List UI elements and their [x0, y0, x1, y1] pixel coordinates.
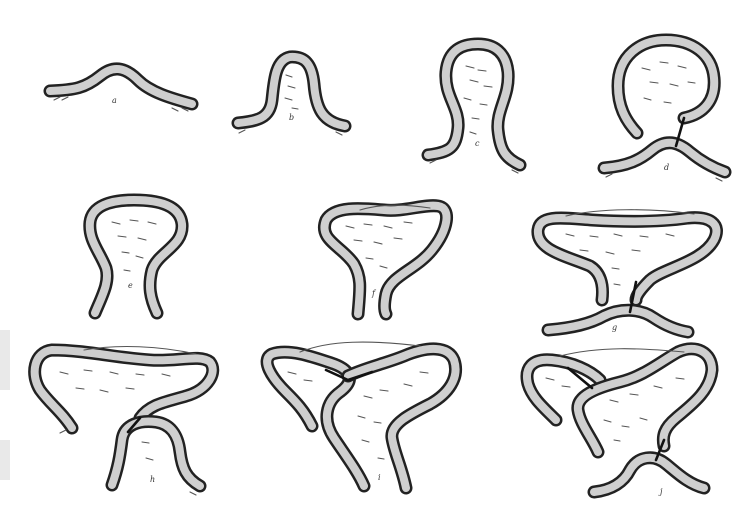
- panel-label-c: c: [475, 139, 480, 148]
- panel-label-g: g: [612, 323, 617, 332]
- panel-h: h: [35, 347, 213, 495]
- panel-a: a: [50, 69, 192, 111]
- panel-label-d: d: [664, 163, 669, 172]
- panel-d: d: [604, 40, 725, 181]
- panel-label-i: i: [378, 473, 381, 482]
- panel-e: e: [90, 200, 182, 313]
- panel-label-b: b: [289, 113, 294, 122]
- panel-j: j: [527, 349, 712, 496]
- panel-i: i: [267, 342, 455, 488]
- panel-label-h: h: [150, 475, 155, 484]
- panel-b: b: [238, 57, 345, 135]
- panel-g: g: [538, 210, 717, 332]
- panel-label-e: e: [128, 281, 133, 290]
- panel-c: c: [428, 44, 520, 173]
- panel-label-f: f: [371, 289, 377, 298]
- edge-shadow: [0, 440, 10, 480]
- panel-label-j: j: [658, 487, 663, 496]
- panel-f: f: [324, 205, 446, 314]
- panel-label-a: a: [112, 96, 117, 105]
- edge-shadow: [0, 330, 10, 390]
